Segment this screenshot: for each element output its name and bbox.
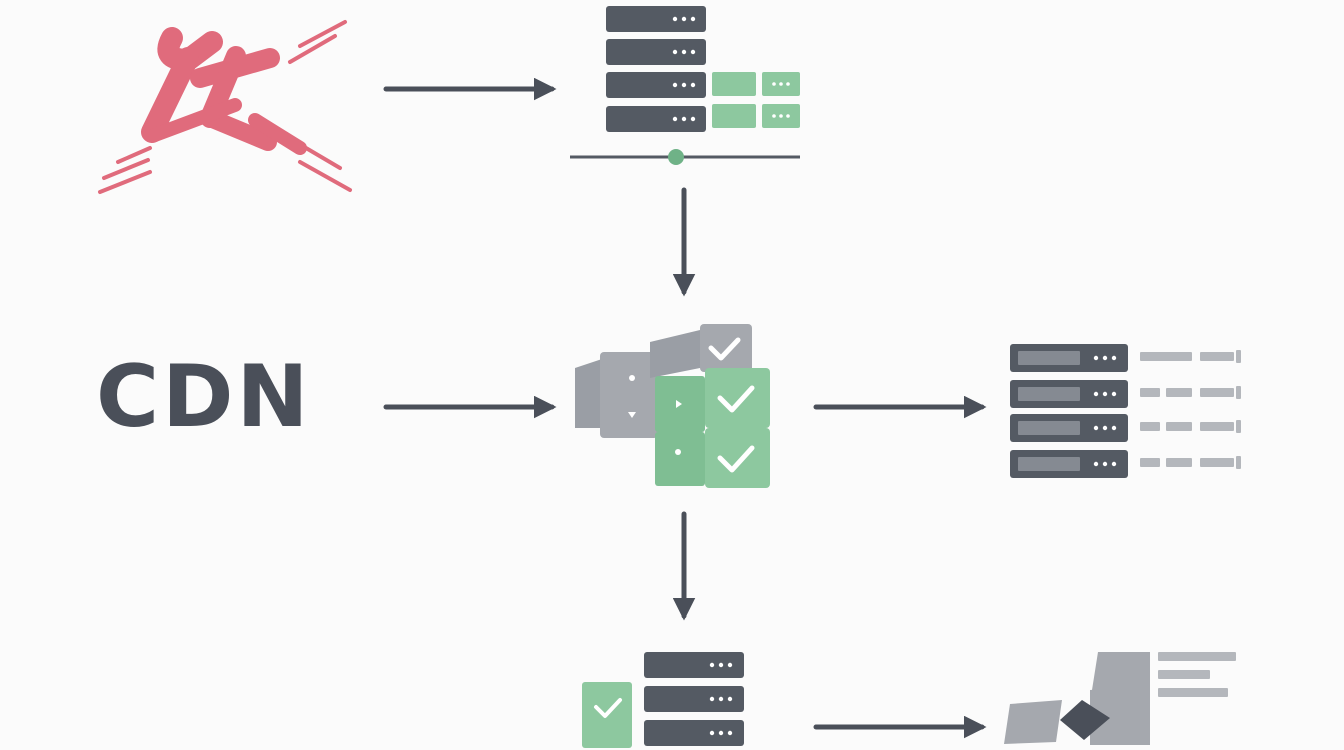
cdn-label: CDN: [96, 347, 312, 447]
delivery-node-icon: [1004, 652, 1236, 745]
cache-server-stack-icon: [582, 652, 744, 748]
cdn-edge-cache-icon: [575, 324, 770, 488]
blocked-origin-icon: [98, 20, 352, 194]
origin-server-stack-icon: [570, 6, 800, 165]
edge-server-stack-icon: [1010, 344, 1241, 478]
